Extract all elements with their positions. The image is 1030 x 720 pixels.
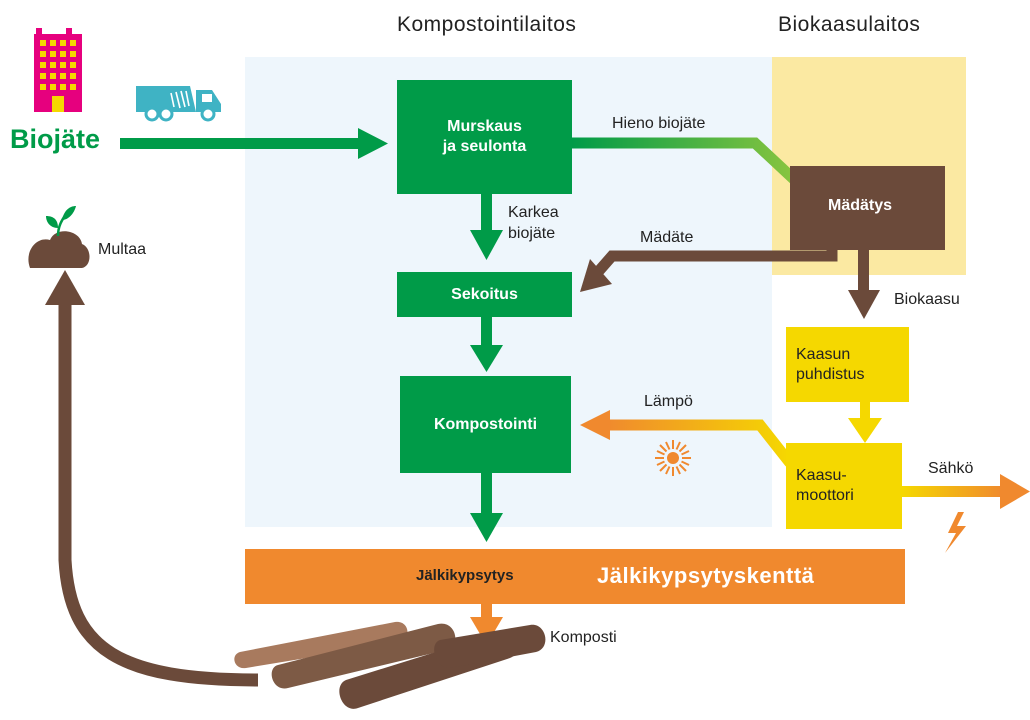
biogas-label: Biokaasu (894, 291, 960, 308)
compost-logs-icon (234, 621, 546, 709)
header-compost-plant: Kompostointilaitos (397, 13, 577, 36)
lightning-icon (945, 512, 966, 553)
soil-sprout-icon (28, 206, 90, 268)
compost-label: Komposti (550, 629, 617, 646)
arrow-compost-to-soil (45, 270, 259, 687)
fine-biowaste-label: Hieno biojäte (612, 115, 706, 132)
biowaste-label: Biojäte (10, 124, 101, 154)
mixing-box: Sekoitus (397, 272, 572, 317)
apartment-building-icon (34, 28, 82, 112)
arrow-heat (580, 410, 795, 467)
gas-cleaning-box: Kaasun puhdistus (786, 327, 909, 402)
arrow-biogas (848, 250, 880, 319)
sun-icon (655, 440, 691, 476)
arrow-coarse-biowaste (470, 194, 503, 260)
heat-label: Lämpö (644, 393, 693, 410)
digestion-box: Mädätys (790, 166, 945, 250)
arrow-digestate (580, 250, 838, 292)
coarse-biowaste-label: Karkea biojäte (508, 204, 559, 242)
gas-engine-box: Kaasu- moottori (786, 443, 902, 529)
garbage-truck-icon (136, 86, 221, 122)
composting-box: Kompostointi (400, 376, 571, 473)
arrow-fine-biowaste (572, 137, 822, 201)
electricity-label: Sähkö (928, 460, 974, 477)
arrow-biowaste-input (120, 128, 388, 159)
post-maturation-field-bar (245, 549, 905, 604)
post-maturation-label: Jälkikypsytys (416, 567, 514, 584)
arrow-gas-to-engine (848, 402, 882, 443)
arrow-electricity (902, 474, 1030, 509)
arrow-compost-to-field (470, 473, 503, 542)
arrow-field-to-compost (470, 604, 503, 645)
digestate-label: Mädäte (640, 229, 694, 246)
header-biogas-plant: Biokaasulaitos (778, 13, 921, 36)
soil-label: Multaa (98, 241, 147, 258)
crushing-screening-box: Murskaus ja seulonta (397, 80, 572, 194)
arrow-mix-to-compost (470, 317, 503, 372)
post-maturation-field-label: Jälkikypsytyskenttä (597, 563, 815, 588)
